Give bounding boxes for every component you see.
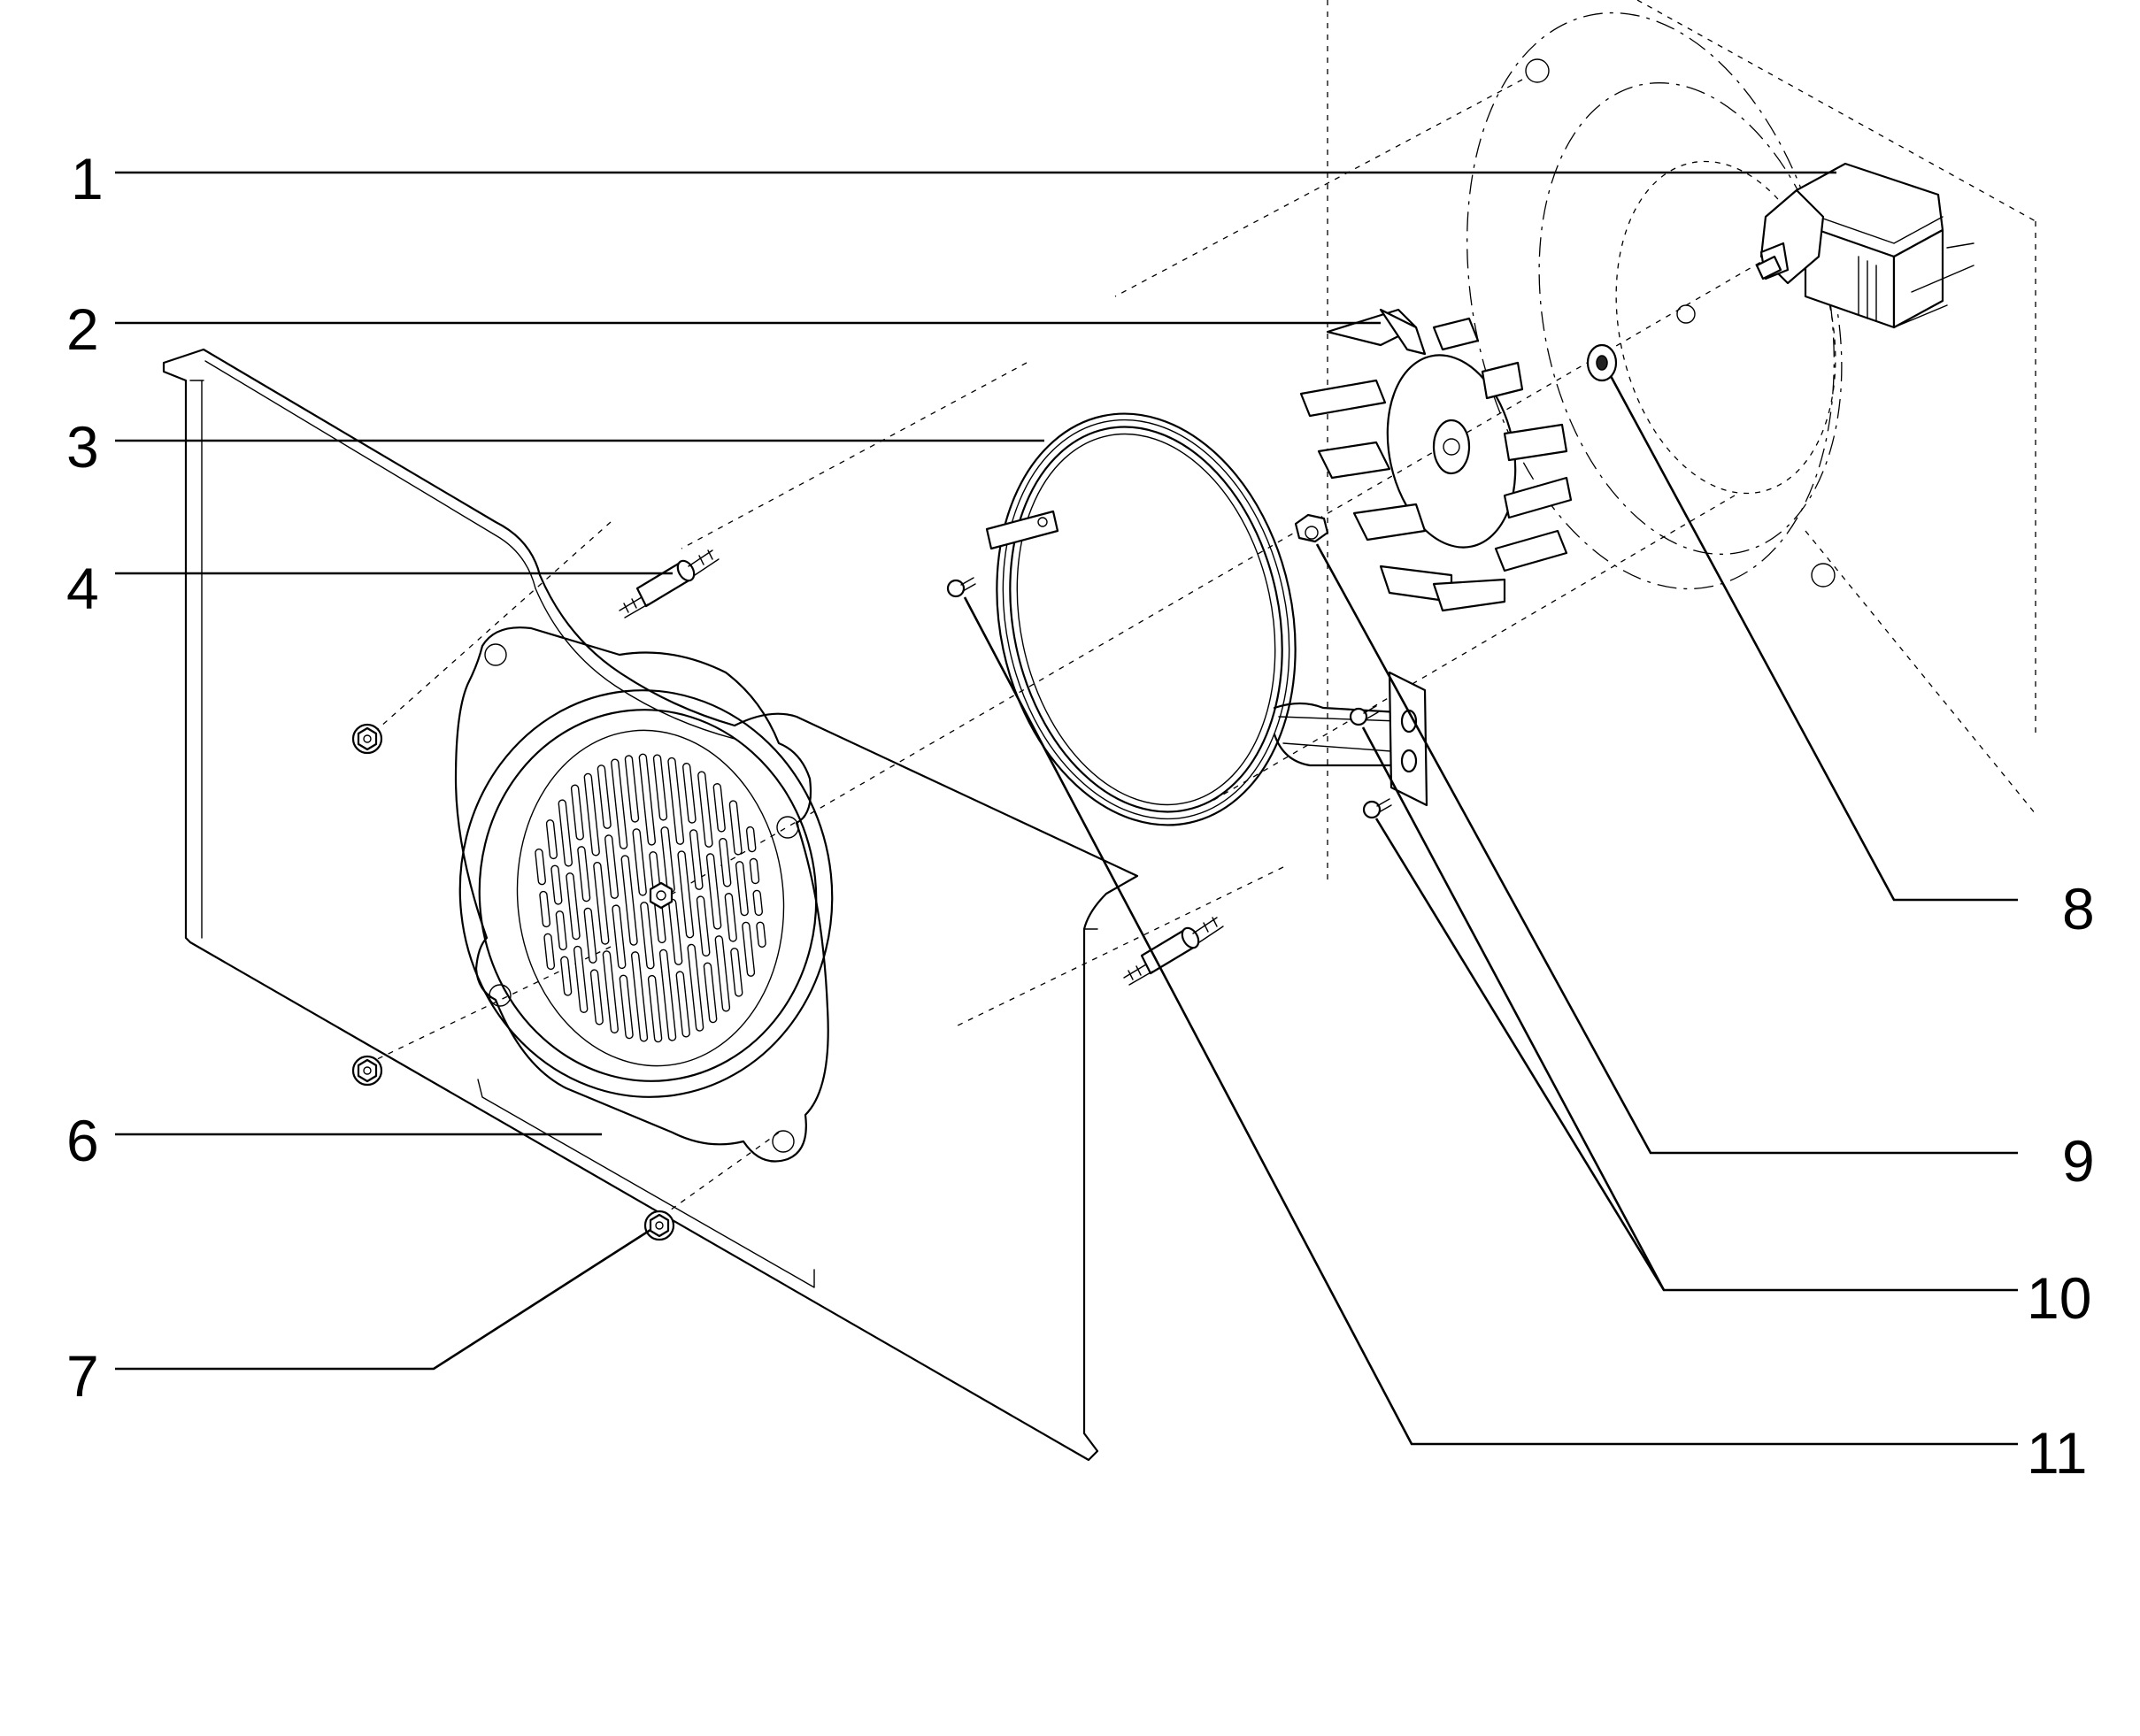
circular-heating-element [985,412,1428,826]
grille-slot [558,799,573,867]
spacer-stud-lower [1123,917,1224,986]
hex-nut-part-9 [1294,513,1329,543]
grille-slot [555,910,567,951]
grille-slot [573,945,589,1013]
grille-slot [640,902,655,970]
grille-slot [624,755,640,823]
fan-motor [1755,162,1974,329]
grille-slot [539,890,551,928]
grille-slot [697,771,713,848]
callout-8: 8 [2062,876,2095,941]
grille-slot [749,857,760,885]
flange-nut [351,1055,383,1087]
grille-slot [689,829,704,890]
grille-slot [677,850,695,939]
grille-slot [752,889,763,917]
callout-4: 4 [66,556,99,621]
grille-slot [619,974,634,1040]
grille-slot [705,853,722,930]
grille-slot [543,933,556,971]
fan-grille-slots [535,753,766,1043]
callout-9: 9 [2062,1128,2095,1194]
flange-nut [643,1210,675,1241]
grille-slot [583,907,597,964]
grille-slot [577,846,591,903]
grille-slot [589,969,604,1025]
callout-1: 1 [71,146,104,211]
grille-slot [735,861,749,917]
grille-slot [593,861,610,945]
callout-6: 6 [66,1108,99,1173]
leader-7 [115,1228,651,1371]
washer-part-8 [1586,343,1618,382]
grille-slot [630,951,649,1042]
grille-slot [703,962,718,1024]
grille-slot [756,921,766,949]
grille-slot [566,872,581,941]
grille-slot [745,826,757,853]
grille-slot [719,837,732,887]
grille-slot [730,948,743,997]
grille-slot [682,763,697,824]
grille-slot [714,935,731,1012]
grille-slot [712,783,726,833]
leader-9 [1315,543,2018,1155]
leader-11 [963,596,2018,1446]
grille-slot [668,898,683,965]
grille-slot [728,800,743,856]
grille-slot [583,772,600,856]
grille-slot [658,949,677,1041]
grille-slot [620,855,638,946]
grille-slot [687,943,704,1032]
grille-slot [535,848,547,886]
spacer-stud-upper [619,549,720,618]
grille-slot [560,956,573,996]
grille-slot [742,921,756,977]
callout-7: 7 [66,1343,99,1409]
callout-10: 10 [2027,1265,2091,1331]
nut-part-7-group [351,723,675,1241]
grille-slot [652,754,668,821]
callout-2: 2 [66,296,99,362]
grille-slot [696,895,711,957]
grille-slot [660,826,675,894]
callout-11: 11 [2027,1420,2088,1486]
leader-10b [1374,818,1666,1291]
fan-cover-panel [162,348,1139,1462]
callout-3: 3 [66,414,99,480]
callout-labels: 1 2 3 4 6 7 8 9 10 11 [66,146,2095,1486]
screw-part-10-upper [1349,705,1379,726]
grille-slot [632,828,647,896]
grille-slot [570,784,584,841]
grille-slot [724,893,737,942]
leader-lines [115,171,2018,1446]
leader-8 [1609,375,2018,902]
grille-slot [602,950,619,1033]
grille-slot [647,974,663,1043]
grille-slot [597,764,612,829]
grille-slot [675,971,690,1038]
grille-slot [550,864,563,905]
assembly-axis-lines [371,79,1771,1222]
leader-10a [1361,726,2018,1292]
grille-slot [545,819,558,860]
flange-nut [351,723,383,755]
fan-impeller [1299,308,1573,612]
screw-part-11 [946,577,976,598]
grille-slot [667,757,685,845]
grille-slot [638,753,657,846]
screw-part-10-lower [1362,798,1392,819]
grille-slot [611,758,628,849]
grille-slot [604,834,620,899]
grille-slot [612,904,627,970]
